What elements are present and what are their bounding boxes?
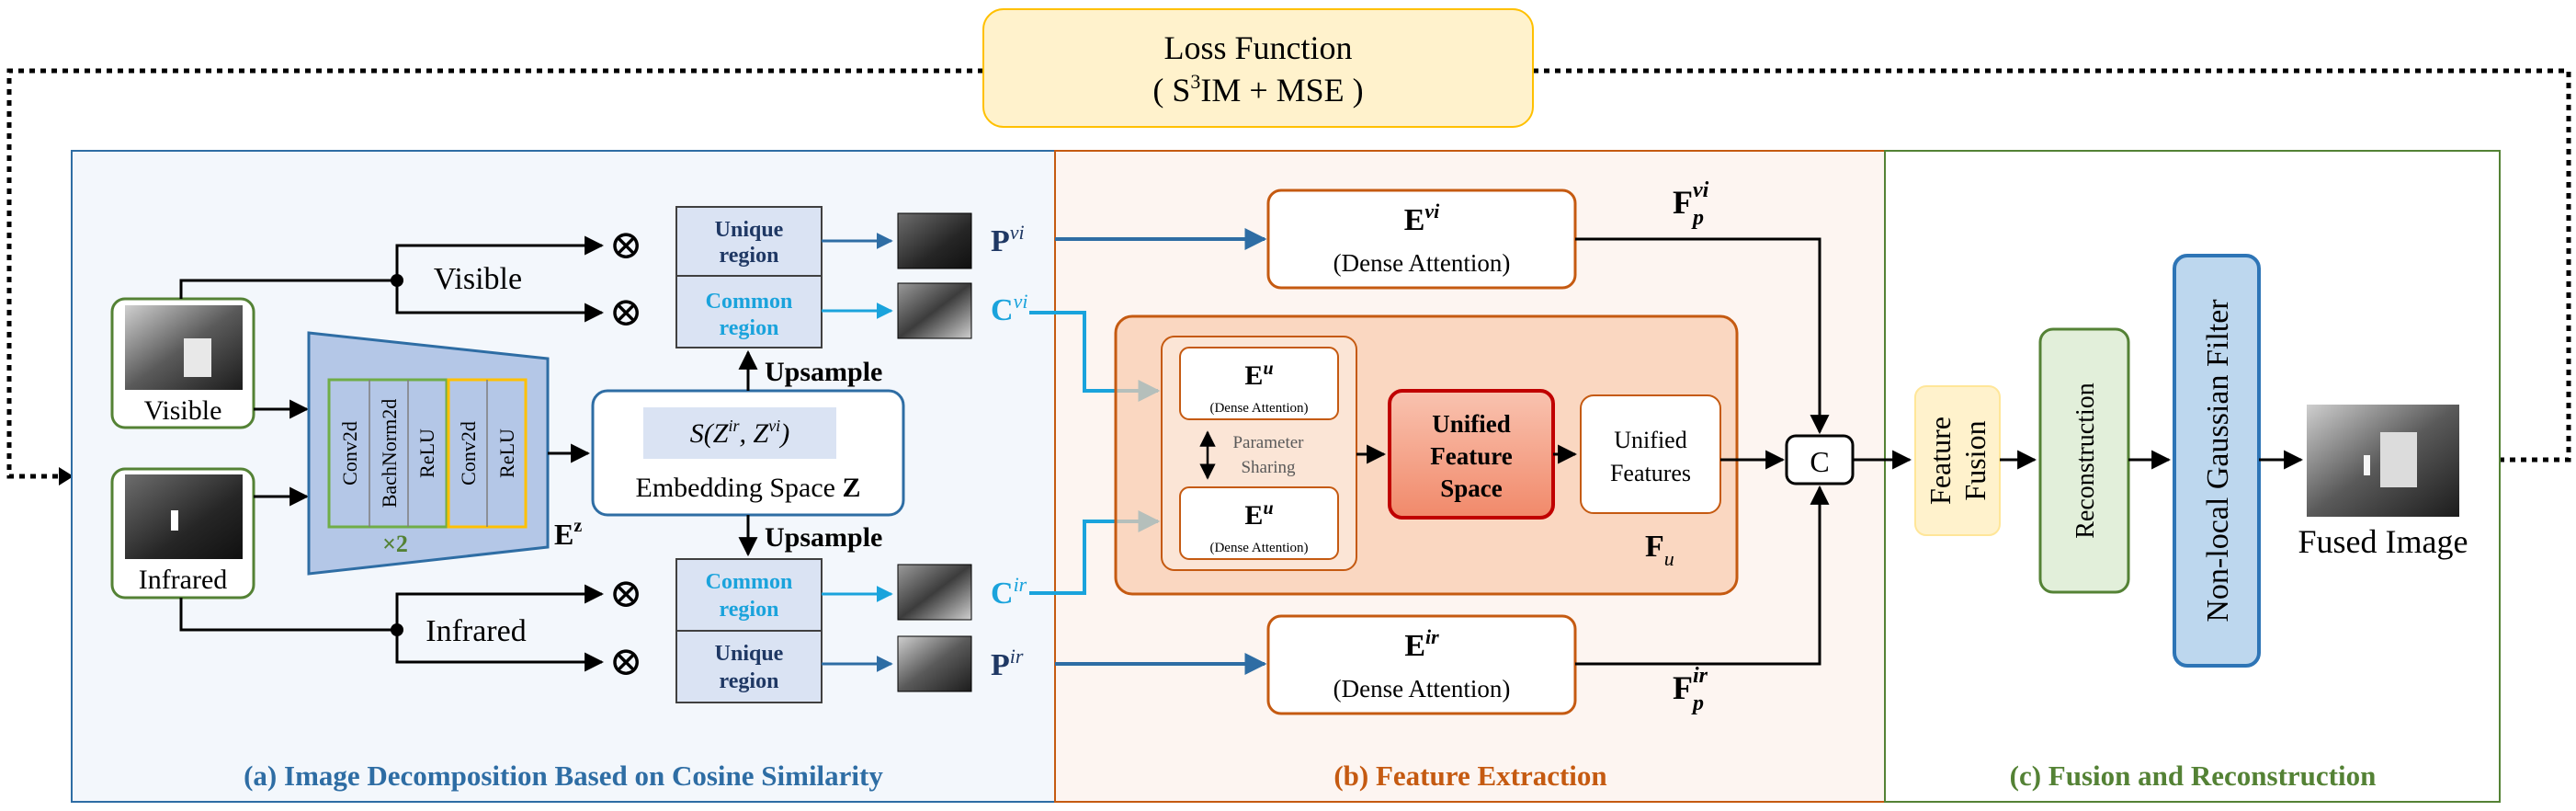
e-u-top-desc: (Dense Attention) — [1209, 401, 1308, 416]
nlgf-label: Non-local Gaussian Filter — [2201, 299, 2235, 623]
vi-region-boxes: Unique region Common region — [675, 206, 823, 348]
similarity-formula: S(Zir, Zvi) — [690, 417, 789, 449]
cir-thumbnail — [897, 564, 972, 621]
layer-relu-1: ReLU — [415, 428, 438, 478]
f-u-label: Fu — [1645, 530, 1674, 570]
visible-input: Visible — [110, 297, 255, 429]
ir-common-2: region — [720, 598, 779, 622]
unified-feature-module: Eu (Dense Attention) Eu (Dense Attention… — [1114, 314, 1739, 596]
panel-c-caption: (c) Fusion and Reconstruction — [2010, 760, 2377, 792]
otimes-3: ⊗ — [609, 571, 643, 616]
feature-fusion-block: Feature Fusion — [1914, 385, 2001, 536]
e-u-bottom-name: Eu — [1244, 498, 1273, 531]
layer-conv2d-1: Conv2d — [338, 421, 361, 485]
pir-thumbnail — [897, 635, 972, 692]
layer-relu-2: ReLU — [495, 428, 518, 478]
unified-space-1: Unified — [1432, 410, 1511, 438]
embedding-label: Embedding Space Z — [636, 473, 861, 503]
unified-space-3: Space — [1440, 474, 1503, 502]
vi-common-2: region — [720, 316, 779, 340]
otimes-4: ⊗ — [609, 639, 643, 684]
vi-unique-1: Unique — [715, 218, 784, 242]
concat-label: C — [1810, 445, 1829, 478]
infrared-branch-label: Infrared — [426, 614, 526, 648]
e-vi-name: Evi — [1404, 200, 1440, 237]
symbol-cir: Cir — [991, 573, 1027, 611]
layer-conv2d-2: Conv2d — [457, 421, 480, 485]
encoder-name: Ez — [554, 516, 582, 551]
f-p-ir: Fpir — [1673, 664, 1708, 715]
ir-unique-2: region — [720, 669, 779, 693]
loss-loop — [6, 68, 2571, 485]
panel-a-caption: (a) Image Decomposition Based on Cosine … — [244, 760, 883, 792]
visible-label: Visible — [144, 395, 222, 426]
pvi-thumbnail — [897, 212, 972, 269]
visible-branch-label: Visible — [434, 262, 522, 296]
ir-unique-1: Unique — [715, 642, 784, 666]
encoder-ez: Conv2d BachNorm2d ReLU Conv2d ReLU ×2 Ez — [307, 331, 582, 576]
fused-output: Fused Image — [2298, 405, 2468, 560]
symbol-cvi: Cvi — [991, 290, 1027, 327]
param-sharing-2: Sharing — [1241, 458, 1296, 477]
loss-title: Loss Function — [1163, 29, 1352, 66]
loss-formula: ( S3IM + MSE ) — [1152, 70, 1363, 109]
e-ir-block: Eir (Dense Attention) — [1266, 614, 1577, 715]
symbol-pvi: Pvi — [991, 221, 1025, 258]
unified-features-2: Features — [1610, 460, 1691, 486]
embedding-space: S(Zir, Zvi) Embedding Space Z — [591, 389, 905, 517]
infrared-image — [125, 474, 243, 559]
layer-batchnorm: BachNorm2d — [378, 399, 401, 508]
decomposed-symbols: Pvi Cvi Cir Pir — [991, 221, 1027, 682]
concat-node: C — [1785, 434, 1855, 485]
nlgf-block: Non-local Gaussian Filter — [2173, 254, 2261, 668]
infrared-label: Infrared — [139, 565, 228, 595]
upsample-bottom: Upsample — [765, 522, 882, 553]
f-p-vi: Fpvi — [1673, 178, 1709, 230]
multiply-symbols: ⊗ ⊗ ⊗ ⊗ — [609, 223, 643, 684]
vi-common-1: Common — [706, 290, 793, 314]
symbol-pir: Pir — [991, 645, 1024, 682]
reconstruction-block: Reconstruction — [2038, 327, 2130, 594]
repeat-label: ×2 — [382, 531, 408, 557]
e-u-bottom-desc: (Dense Attention) — [1209, 541, 1308, 555]
e-ir-name: Eir — [1404, 625, 1439, 663]
ir-region-boxes: Common region Unique region — [675, 558, 823, 703]
param-sharing-1: Parameter — [1232, 433, 1304, 452]
unified-space-2: Feature — [1430, 442, 1512, 470]
unified-features-1: Unified — [1614, 427, 1686, 453]
otimes-2: ⊗ — [609, 290, 643, 335]
panel-b-caption: (b) Feature Extraction — [1333, 760, 1606, 792]
otimes-1: ⊗ — [609, 223, 643, 268]
upsample-top: Upsample — [765, 357, 882, 387]
infrared-input: Infrared — [110, 467, 255, 600]
e-u-top-name: Eu — [1244, 359, 1273, 391]
visible-branch-lines — [179, 235, 605, 419]
cvi-thumbnail — [897, 282, 972, 339]
e-vi-desc: (Dense Attention) — [1333, 249, 1511, 277]
reconstruction-label: Reconstruction — [2071, 383, 2100, 539]
e-ir-desc: (Dense Attention) — [1333, 675, 1511, 702]
loss-function-box: Loss Function ( S3IM + MSE ) — [982, 8, 1534, 128]
feature-fusion-2: Fusion — [1958, 420, 1992, 500]
fused-image-label: Fused Image — [2298, 523, 2468, 560]
ir-common-1: Common — [706, 570, 793, 594]
feature-fusion-1: Feature — [1923, 417, 1957, 505]
e-vi-block: Evi (Dense Attention) — [1266, 188, 1577, 290]
infrared-branch-lines — [179, 486, 605, 672]
vi-unique-2: region — [720, 244, 779, 268]
